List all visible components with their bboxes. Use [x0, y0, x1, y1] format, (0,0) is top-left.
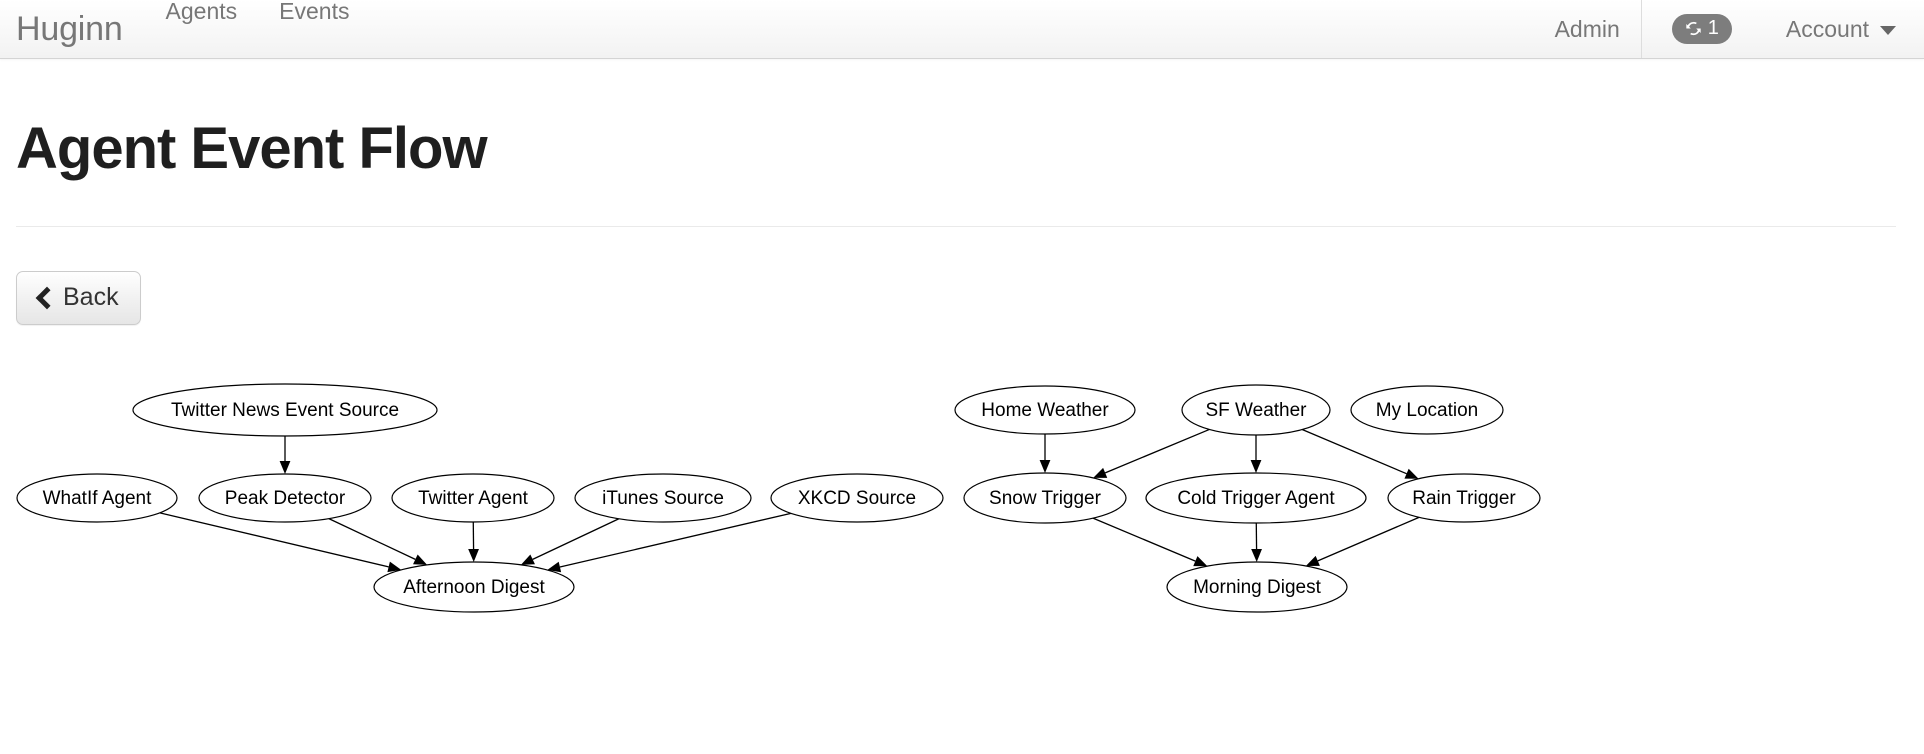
graph-node-shape[interactable] — [1387, 473, 1541, 523]
graph-node[interactable]: Home Weather — [954, 385, 1136, 435]
graph-edge-arrowhead — [1305, 555, 1320, 566]
graph-node[interactable]: Peak Detector — [198, 473, 372, 523]
graph-node-label: Morning Digest — [1193, 577, 1321, 598]
graph-node[interactable]: Morning Digest — [1166, 561, 1348, 613]
worker-status-cell[interactable]: 1 — [1642, 0, 1762, 58]
back-button-label: Back — [63, 282, 119, 311]
graph-edge-arrowhead — [1404, 468, 1419, 479]
graph-node-shape[interactable] — [1181, 384, 1331, 436]
graph-node[interactable]: WhatIf Agent — [16, 473, 178, 523]
nav-link-events[interactable]: Events — [279, 0, 350, 24]
graph-edge — [1092, 517, 1196, 562]
graph-node-shape[interactable] — [132, 383, 438, 437]
nav-spacer — [370, 0, 1533, 58]
graph-node-label: Rain Trigger — [1412, 488, 1516, 509]
nav-link-admin[interactable]: Admin — [1554, 15, 1620, 42]
graph-node[interactable]: My Location — [1350, 385, 1504, 435]
graph-node-label: My Location — [1376, 400, 1478, 421]
worker-status-count: 1 — [1707, 17, 1719, 39]
chevron-left-icon — [36, 287, 52, 307]
graph-edge — [532, 518, 620, 560]
nav-divider — [1640, 0, 1642, 58]
graph-node[interactable]: Twitter News Event Source — [132, 383, 438, 437]
graph-edge — [1301, 428, 1407, 475]
graph-node-label: XKCD Source — [798, 488, 916, 509]
graph-node-label: Snow Trigger — [989, 488, 1102, 509]
graph-edge — [1317, 516, 1420, 562]
graph-node-shape[interactable] — [1166, 561, 1348, 613]
graph-node-shape[interactable] — [391, 473, 555, 523]
graph-edge — [159, 512, 389, 568]
graph-node[interactable]: Afternoon Digest — [373, 561, 575, 613]
refresh-icon — [1683, 18, 1704, 39]
graph-node-label: Cold Trigger Agent — [1177, 488, 1335, 509]
graph-edges — [159, 428, 1420, 573]
graph-node[interactable]: SF Weather — [1181, 384, 1331, 436]
brand-logo[interactable]: Huginn — [16, 10, 123, 48]
graph-edge-arrowhead — [1251, 548, 1262, 562]
graph-node[interactable]: Twitter Agent — [391, 473, 555, 523]
graph-node-shape[interactable] — [1350, 385, 1504, 435]
title-divider — [16, 225, 1896, 227]
graph-edge-arrowhead — [413, 554, 428, 565]
graph-edge-arrowhead — [387, 561, 402, 572]
graph-node-shape[interactable] — [373, 561, 575, 613]
page-title: Agent Event Flow — [16, 116, 488, 181]
graph-edge — [559, 512, 792, 568]
graph-node[interactable]: Rain Trigger — [1387, 473, 1541, 523]
graph-edge — [328, 517, 416, 560]
graph-node-shape[interactable] — [954, 385, 1136, 435]
chevron-down-icon — [1880, 26, 1896, 35]
top-navbar: Huginn Agents Events Admin 1 Accoun — [0, 0, 1924, 59]
graph-edge-arrowhead — [1039, 459, 1051, 473]
graph-edge — [1104, 428, 1210, 474]
graph-node-label: SF Weather — [1205, 400, 1307, 421]
worker-status-badge[interactable]: 1 — [1671, 14, 1732, 44]
nav-item-events: Events — [258, 0, 370, 58]
page-container: Agent Event Flow Back Twitter News Event… — [0, 59, 1924, 627]
account-dropdown[interactable]: Account — [1762, 0, 1924, 58]
graph-edge-arrowhead — [520, 554, 535, 565]
graph-edge-arrowhead — [468, 548, 479, 562]
back-button[interactable]: Back — [16, 270, 141, 325]
graph-node-shape[interactable] — [198, 473, 372, 523]
graph-node-label: iTunes Source — [602, 488, 724, 509]
graph-node-shape[interactable] — [16, 473, 178, 523]
graph-edge-arrowhead — [1193, 556, 1208, 567]
graph-edge-arrowhead — [1093, 467, 1108, 478]
graph-node[interactable]: iTunes Source — [574, 473, 752, 523]
graph-edge-arrowhead — [279, 460, 291, 474]
graph-node-shape[interactable] — [574, 473, 752, 523]
graph-edge-arrowhead — [547, 561, 562, 573]
graph-node-shape[interactable] — [1145, 472, 1367, 524]
graph-edge-arrowhead — [1250, 459, 1262, 473]
graph-node-label: Twitter News Event Source — [171, 400, 399, 421]
graph-node-label: Afternoon Digest — [403, 577, 545, 598]
graph-node[interactable]: Cold Trigger Agent — [1145, 472, 1367, 524]
graph-node-label: Twitter Agent — [418, 488, 529, 509]
graph-node[interactable]: Snow Trigger — [963, 472, 1127, 524]
graph-node-shape[interactable] — [963, 472, 1127, 524]
graph-node-label: WhatIf Agent — [43, 488, 153, 509]
account-label: Account — [1785, 15, 1869, 42]
nav-item-agents: Agents — [145, 0, 259, 58]
graph-node[interactable]: XKCD Source — [770, 473, 944, 523]
primary-nav: Agents Events — [145, 0, 371, 58]
graph-node-shape[interactable] — [770, 473, 944, 523]
nav-link-agents[interactable]: Agents — [165, 0, 238, 24]
graph-node-label: Peak Detector — [225, 488, 346, 509]
nav-right-group: Admin 1 Account — [1534, 0, 1924, 58]
graph-node-label: Home Weather — [981, 400, 1109, 421]
